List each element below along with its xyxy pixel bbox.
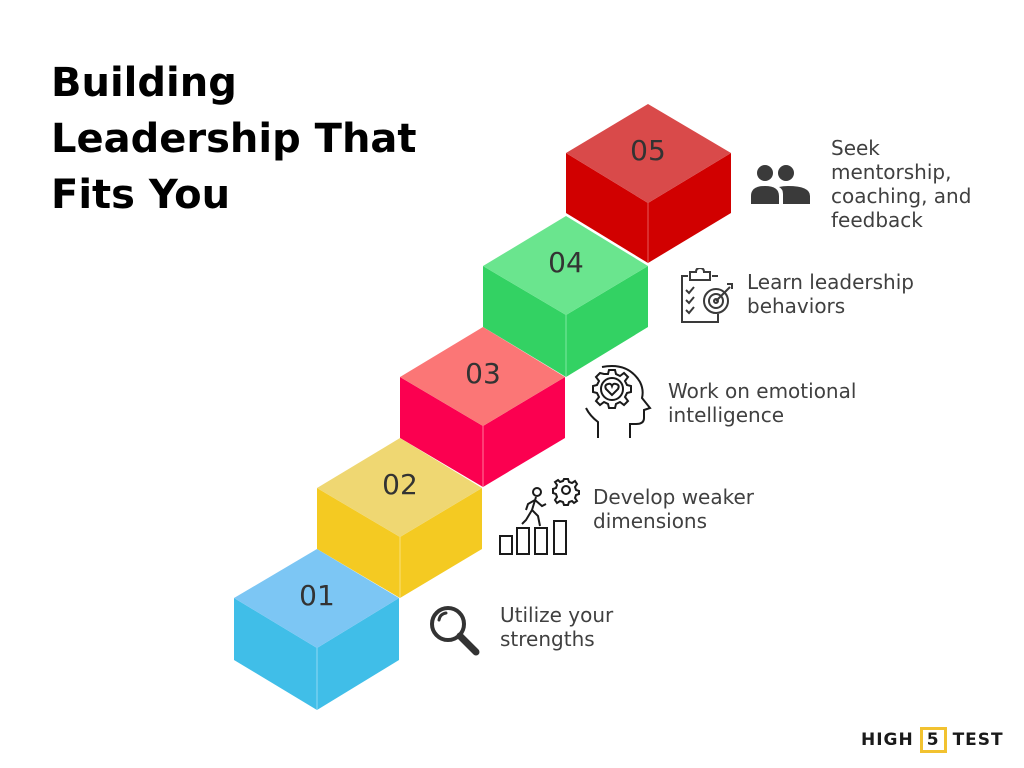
cube-01: 01 [234,549,399,710]
title-line-2: Leadership That [51,116,417,162]
cube-05-number: 05 [630,134,666,167]
step-02-label: Develop weaker dimensions [593,485,755,533]
step-04-label: Learn leadership behaviors [747,270,914,318]
brand-logo: HIGH 5 TEST [861,727,1004,753]
cube-04-number: 04 [548,246,584,279]
title-line-3: Fits You [51,172,231,218]
step-03-label: Work on emotional intelligence [668,379,857,427]
title-line-1: Building [51,60,237,106]
cube-04: 04 [483,216,648,377]
step-01-label: Utilize your strengths [500,603,614,651]
cube-02-number: 02 [382,468,418,501]
cube-02: 02 [317,438,482,598]
cube-05: 05 [566,104,731,263]
climbing-steps-gear-icon [499,478,580,555]
head-gear-heart-icon [585,365,652,438]
cube-03-number: 03 [465,357,501,390]
step-05-label: Seek mentorship, coaching, and feedback [831,136,972,232]
logo-text-high: HIGH [861,730,914,750]
logo-five-box: 5 [919,727,947,753]
magnifier-icon [430,606,480,656]
cube-03: 03 [400,327,565,487]
people-icon [751,165,810,204]
logo-text-test: TEST [952,730,1004,750]
page-title: Building Leadership That Fits You [51,55,417,223]
cube-01-number: 01 [299,579,335,612]
clipboard-target-icon [681,268,733,323]
